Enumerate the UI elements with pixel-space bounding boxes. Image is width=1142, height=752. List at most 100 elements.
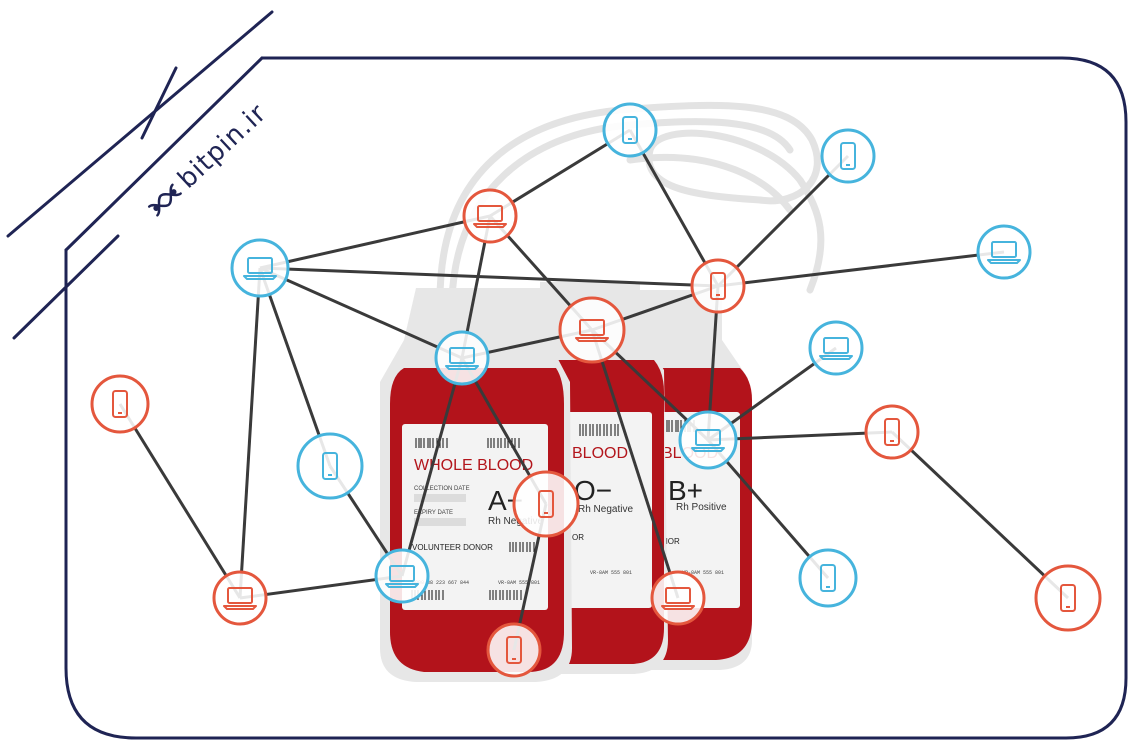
network-node [462,188,518,244]
connection-line [706,439,830,579]
bag-code: VR-8AM 555 801 [590,570,632,576]
donor-label: VOLUNTEER DONOR [412,543,493,552]
phone-icon [112,390,128,418]
phone-icon [322,452,338,480]
network-node [512,470,580,538]
network-node [558,296,626,364]
laptop-icon [243,257,277,280]
connection-line [890,430,1070,600]
node-ring [808,320,864,376]
expiry-date-label: EXPIRY DATE [414,510,453,516]
bag-code-left: 0000 88 223 667 844 [412,580,469,586]
rh-factor: Rh Negative [578,504,633,515]
rh-factor: Rh Positive [676,502,727,513]
blood-type: O− [574,475,612,506]
network-node [602,102,658,158]
phone-icon [1060,584,1076,612]
node-ring [230,238,290,298]
phone-icon [710,272,726,300]
laptop-icon [987,241,1021,264]
network-node [808,320,864,376]
network-node [374,548,430,604]
laptop-icon [575,319,609,342]
network-node [486,622,542,678]
brand-name: bitpin.ir [172,98,272,194]
frame-border [64,56,1128,740]
connection-line [238,267,262,599]
network-node [230,238,290,298]
bag-title: BLOOD [572,445,628,462]
phone-icon [506,636,522,664]
laptop-icon [445,347,479,370]
node-ring [820,128,876,184]
network-node [296,432,364,500]
laptop-icon [473,205,507,228]
node-ring [90,374,150,434]
donor-label: NOR [662,537,680,546]
node-ring [558,296,626,364]
barcode [579,424,619,436]
node-ring [864,404,920,460]
network-node [820,128,876,184]
node-ring [212,570,268,626]
node-ring [296,432,364,500]
laptop-icon [385,565,419,588]
frame-stripe [12,234,120,340]
node-ring [374,548,430,604]
bitpin-logo-icon [147,183,182,217]
rh-factor: Rh Negative [488,516,543,527]
phone-icon [622,116,638,144]
connection-line [400,357,464,577]
laptop-icon [819,337,853,360]
connection-line [716,154,850,288]
bag-code-right: VR-8AM 555 801 [498,580,540,586]
network-node [650,570,706,626]
node-ring [512,470,580,538]
node-ring [486,622,542,678]
phone-icon [884,418,900,446]
bag-title: WHOLE BLOOD [414,457,533,474]
blood-type: B+ [668,475,703,506]
node-ring [690,258,746,314]
laptop-icon [223,587,257,610]
frame [6,10,1128,740]
network-node [864,404,920,460]
connection-line [707,430,893,442]
network-nodes [90,102,1102,678]
connection-line [717,250,1005,288]
phone-icon [538,490,554,518]
network-node [1034,564,1102,632]
node-ring [602,102,658,158]
network-node [678,410,738,470]
node-ring [678,410,738,470]
network-node [976,224,1032,280]
frame-stripe [64,56,264,252]
node-ring [462,188,518,244]
network-node [90,374,150,434]
frame-stripe [6,10,274,238]
phone-icon [820,564,836,592]
network-node [434,330,490,386]
connection-line [628,129,720,287]
connection-line [259,214,491,270]
node-ring [434,330,490,386]
node-ring [1034,564,1102,632]
bag-code: VR-8AM 555 801 [682,570,724,576]
node-ring [650,570,706,626]
connection-line [258,267,332,467]
network-node [690,258,746,314]
node-ring [798,548,858,608]
network-node [212,570,268,626]
node-ring [976,224,1032,280]
connection-line [118,403,242,599]
connection-line [590,329,680,599]
laptop-icon [691,429,725,452]
laptop-icon [661,587,695,610]
connection-line [259,266,463,360]
collection-date-label: COLLECTION DATE [414,486,470,492]
phone-icon [840,142,856,170]
brand: bitpin.ir [147,98,273,217]
frame-stripe [140,66,178,140]
donor-label: OR [572,533,584,542]
network-node [798,548,858,608]
